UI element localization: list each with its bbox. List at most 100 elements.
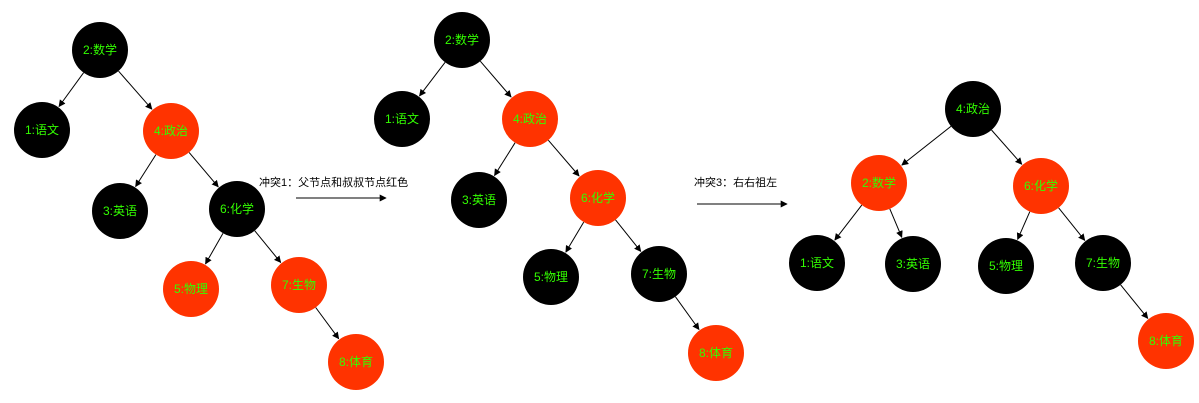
- nodes-layer: 2:数学 1:语文 4:政治 3:英语 6:化学 5:物理 7:生物 8:体育 2:数学 1:语文…: [14, 12, 1194, 390]
- tree-node-t2-n5: 5:物理: [523, 249, 579, 305]
- tree-node-t3-n7: 7:生物: [1075, 235, 1131, 291]
- tree-node-t1-n6: 6:化学: [209, 181, 265, 237]
- edge-t3-n6-to-t3-n7: [1058, 207, 1086, 241]
- tree-3-nodes: 4:政治 2:数学 6:化学 1:语文 3:英语 5:物理 7:生物 8:体育: [789, 81, 1194, 369]
- node-label: 6:化学: [581, 190, 615, 205]
- node-circle-black: [92, 183, 148, 239]
- node-label: 8:体育: [699, 345, 733, 360]
- tree-node-t2-n1: 1:语文: [374, 91, 430, 147]
- edge-t1-n4-to-t1-n3: [135, 154, 157, 188]
- tree-node-t2-n3: 3:英语: [451, 172, 507, 228]
- tree-node-t1-n4: 4:政治: [143, 103, 199, 159]
- tree-node-t1-n2: 2:数学: [72, 22, 128, 78]
- node-label: 2:数学: [83, 42, 117, 57]
- node-label: 6:化学: [220, 201, 254, 216]
- node-label: 1:语文: [385, 111, 419, 126]
- edge-t2-n7-to-t2-n8: [674, 296, 700, 331]
- node-circle-black: [789, 235, 845, 291]
- node-circle-black: [945, 81, 1001, 137]
- tree-node-t2-n8: 8:体育: [688, 325, 744, 381]
- edge-t2-n4-to-t2-n3: [494, 142, 516, 177]
- node-circle-red: [1138, 313, 1194, 369]
- node-circle-black: [72, 22, 128, 78]
- tree-node-t3-n6: 6:化学: [1013, 158, 1069, 214]
- tree-node-t1-n7: 7:生物: [271, 257, 327, 313]
- node-circle-black: [631, 246, 687, 302]
- edge-t1-n2-to-t1-n1: [58, 72, 85, 108]
- tree-node-t1-n3: 3:英语: [92, 183, 148, 239]
- tree-2-nodes: 2:数学 1:语文 4:政治 3:英语 6:化学 5:物理 7:生物 8:体育: [374, 12, 744, 381]
- node-circle-black: [978, 238, 1034, 294]
- edge-t2-n6-to-t2-n5: [565, 221, 585, 253]
- node-circle-red: [688, 325, 744, 381]
- tree-node-t2-n7: 7:生物: [631, 246, 687, 302]
- tree-node-t3-n2: 2:数学: [851, 155, 907, 211]
- node-label: 3:英语: [103, 204, 137, 218]
- edge-t3-n4-to-t3-n2: [901, 125, 952, 166]
- edge-t2-n6-to-t2-n7: [615, 219, 642, 252]
- tree-node-t1-n1: 1:语文: [14, 102, 70, 158]
- transition-2-label: 冲突3：右右祖左: [694, 175, 777, 189]
- tree-node-t3-n8: 8:体育: [1138, 313, 1194, 369]
- node-circle-red: [143, 103, 199, 159]
- node-circle-black: [209, 181, 265, 237]
- edge-t3-n7-to-t3-n8: [1120, 284, 1149, 319]
- edge-t2-n2-to-t2-n4: [479, 60, 512, 98]
- edge-t3-n4-to-t3-n6: [991, 129, 1023, 165]
- tree-3-edges: [834, 125, 1149, 319]
- edge-t1-n4-to-t1-n6: [188, 152, 219, 188]
- transition-1-label: 冲突1：父节点和叔叔节点红色: [259, 175, 408, 189]
- tree-node-t3-n1: 1:语文: [789, 235, 845, 291]
- node-label: 4:政治: [154, 124, 188, 138]
- node-circle-red: [570, 170, 626, 226]
- node-label: 3:英语: [896, 257, 930, 271]
- node-label: 1:语文: [800, 255, 834, 270]
- tree-node-t2-n2: 2:数学: [434, 12, 490, 68]
- tree-node-t2-n4: 4:政治: [502, 91, 558, 147]
- node-label: 7:生物: [642, 267, 676, 281]
- node-label: 4:政治: [513, 112, 547, 126]
- edge-t1-n6-to-t1-n7: [254, 230, 282, 264]
- node-label: 5:物理: [989, 259, 1023, 273]
- edge-t3-n2-to-t3-n3: [889, 208, 903, 238]
- edges-layer: [58, 60, 1149, 340]
- node-label: 2:数学: [862, 175, 896, 190]
- transition-2: 冲突3：右右祖左: [694, 175, 788, 208]
- node-circle-red: [502, 91, 558, 147]
- node-circle-red: [163, 261, 219, 317]
- edge-t1-n6-to-t1-n5: [205, 233, 224, 265]
- edge-t1-n2-to-t1-n4: [118, 70, 153, 110]
- tree-1-nodes: 2:数学 1:语文 4:政治 3:英语 6:化学 5:物理 7:生物 8:体育: [14, 22, 384, 390]
- node-circle-red: [328, 334, 384, 390]
- tree-node-t2-n6: 6:化学: [570, 170, 626, 226]
- edge-t1-n7-to-t1-n8: [315, 307, 340, 340]
- tree-node-t3-n3: 3:英语: [885, 236, 941, 292]
- tree-node-t1-n8: 8:体育: [328, 334, 384, 390]
- tree-node-t3-n4: 4:政治: [945, 81, 1001, 137]
- node-circle-black: [523, 249, 579, 305]
- edge-t2-n2-to-t2-n1: [419, 61, 446, 97]
- node-label: 2:数学: [445, 32, 479, 47]
- node-circle-red: [271, 257, 327, 313]
- transition-1: 冲突1：父节点和叔叔节点红色: [259, 175, 408, 202]
- node-circle-red: [1013, 158, 1069, 214]
- edge-t3-n2-to-t3-n1: [834, 204, 863, 241]
- node-label: 7:生物: [282, 278, 316, 292]
- node-label: 7:生物: [1086, 256, 1120, 270]
- node-circle-red: [851, 155, 907, 211]
- node-circle-black: [1075, 235, 1131, 291]
- edge-t3-n6-to-t3-n5: [1016, 211, 1031, 241]
- node-label: 5:物理: [174, 282, 208, 296]
- tree-node-t1-n5: 5:物理: [163, 261, 219, 317]
- node-label: 3:英语: [462, 193, 496, 207]
- node-label: 6:化学: [1024, 178, 1058, 193]
- node-circle-black: [451, 172, 507, 228]
- node-circle-black: [374, 91, 430, 147]
- edge-t2-n4-to-t2-n6: [547, 139, 580, 177]
- transitions-layer: 冲突1：父节点和叔叔节点红色 冲突3：右右祖左: [259, 175, 788, 208]
- node-label: 1:语文: [25, 122, 59, 137]
- node-label: 8:体育: [339, 354, 373, 369]
- tree-1-edges: [58, 70, 340, 340]
- node-circle-black: [434, 12, 490, 68]
